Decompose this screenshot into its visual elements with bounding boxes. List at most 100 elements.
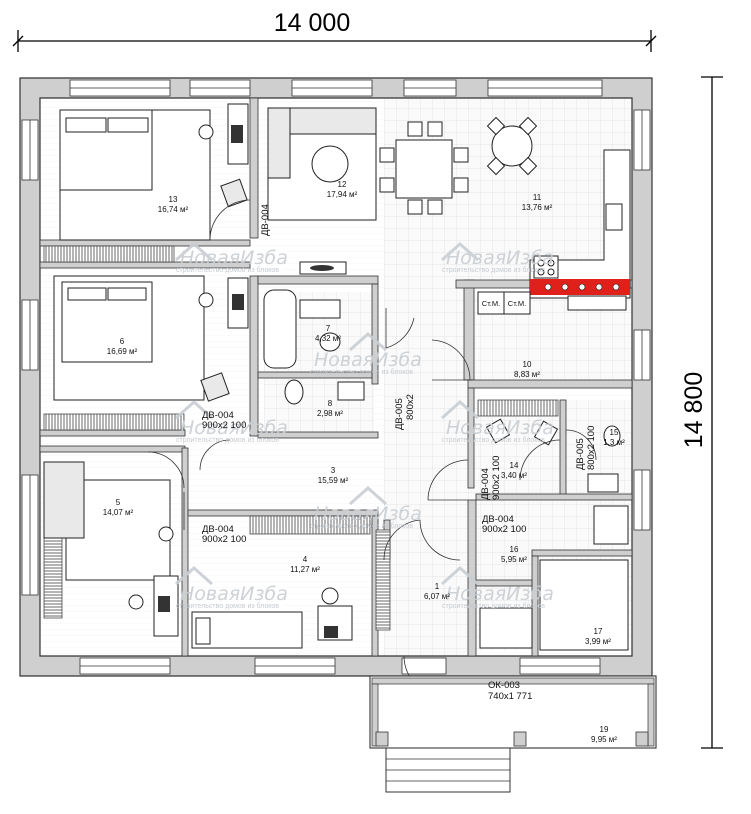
door-dv004-room5: ДВ-004 xyxy=(202,524,234,535)
room-3-area: 15,59 м² xyxy=(318,476,349,485)
bed-room-13 xyxy=(59,109,211,241)
watermark-subtitle: строительство домов из блоков xyxy=(310,522,413,530)
sink-room-7 xyxy=(319,332,341,352)
armchair-room-14-b xyxy=(533,420,559,446)
watermark-title: НоваяИзба xyxy=(180,247,288,269)
door-dv005-bath: ДВ-005 xyxy=(394,398,405,430)
watermark-title: НоваяИзба xyxy=(314,503,422,525)
room-5-number: 5 xyxy=(116,498,121,507)
chair-room-5-b xyxy=(158,526,174,542)
door-dv004-room6-size: 900x2 100 xyxy=(202,420,246,431)
watermark-title: НоваяИзба xyxy=(446,583,554,605)
bed-room-6 xyxy=(53,275,205,401)
tv xyxy=(310,265,334,271)
room-12-area: 17,94 м² xyxy=(327,190,358,199)
sofa-room-12 xyxy=(267,107,377,221)
shower-room-16 xyxy=(593,505,629,545)
room-1-number: 1 xyxy=(435,582,440,591)
watermark-subtitle: строительство домов из блоков xyxy=(310,368,413,376)
watermark-group: НоваяИзба строительство домов из блоков … xyxy=(175,241,554,610)
chair-room-6 xyxy=(198,292,214,308)
room-14-number: 14 xyxy=(510,461,519,470)
bed-room-17 xyxy=(539,559,629,651)
watermark-title: НоваяИзба xyxy=(180,417,288,439)
door-dv005-bath-size: 800x2 xyxy=(405,394,416,420)
watermark-subtitle: строительство домов из блоков xyxy=(176,602,279,610)
room-7-area: 4,32 м² xyxy=(315,334,341,343)
monitor-room-6 xyxy=(232,294,244,310)
watermark-subtitle: строительство домов из блоков xyxy=(442,266,545,274)
dimension-height: 14 800 xyxy=(680,76,723,749)
dining-table xyxy=(379,121,469,215)
watermark-subtitle: строительство домов из блоков xyxy=(442,436,545,444)
cabinet-1-label: Ст.М. xyxy=(482,299,500,308)
cabinet-room-16 xyxy=(479,607,533,649)
door-dv004-room6: ДВ-004 xyxy=(202,410,234,421)
door-labels: ДВ-004 ДВ-004 900x2 100 ДВ-005 800x2 ДВ-… xyxy=(202,204,597,702)
height-dimension-label: 14 800 xyxy=(680,372,708,448)
round-table-room-11 xyxy=(486,116,538,176)
armchair-room-14-a xyxy=(485,418,511,444)
door-dv004-room14: ДВ-004 xyxy=(480,468,491,500)
door-dv004-room16-size: 900x2 100 xyxy=(482,524,526,535)
room-8-area: 2,98 м² xyxy=(317,409,343,418)
room-17-area: 3,99 м² xyxy=(585,637,611,646)
armchair-room-13 xyxy=(220,178,248,208)
watermark-title: НоваяИзба xyxy=(446,247,554,269)
watermark-subtitle: строительство домов из блоков xyxy=(176,266,279,274)
door-dv004-room5-size: 900x2 100 xyxy=(202,534,246,545)
outer-walls xyxy=(19,77,653,677)
room-1-area: 6,07 м² xyxy=(424,592,450,601)
room-11-number: 11 xyxy=(533,193,542,202)
room-labels: 13 16,74 м² 12 17,94 м² 11 13,76 м² 6 16… xyxy=(103,180,625,744)
chair-room-13 xyxy=(198,124,214,140)
watermark-subtitle: строительство домов из блоков xyxy=(176,436,279,444)
room-12-number: 12 xyxy=(338,180,347,189)
room-11-area: 13,76 м² xyxy=(522,203,553,212)
room-15-area: 1,3 м² xyxy=(603,438,625,447)
room-19-area: 9,95 м² xyxy=(591,735,617,744)
dimension-width: 14 000 xyxy=(12,9,657,52)
room-13-number: 13 xyxy=(169,195,178,204)
porch xyxy=(369,675,657,793)
room-19-number: 19 xyxy=(600,725,609,734)
bed-room-5 xyxy=(43,461,171,581)
door-dv004-room16: ДВ-004 xyxy=(482,514,514,525)
monitor-room-4 xyxy=(324,626,338,638)
chair-room-5 xyxy=(128,594,144,610)
watermark-title: НоваяИзба xyxy=(180,583,288,605)
chair-room-4 xyxy=(321,587,339,605)
room-4-area: 11,27 м² xyxy=(290,565,320,574)
door-dv005-room15: ДВ-005 xyxy=(575,438,586,470)
armchair-room-6 xyxy=(200,372,230,402)
kitchen-counter xyxy=(529,149,631,311)
room-10-number: 10 xyxy=(523,360,532,369)
room-6-number: 6 xyxy=(120,337,125,346)
bathtub xyxy=(263,289,297,369)
pillow-room-4 xyxy=(195,617,211,645)
sink-room-8 xyxy=(337,381,365,401)
door-dv004-top: ДВ-004 xyxy=(260,204,271,236)
toilet-room-8 xyxy=(284,379,304,405)
toilet-room-15 xyxy=(603,425,621,447)
room-5-area: 14,07 м² xyxy=(103,508,134,517)
watermark-title: НоваяИзба xyxy=(314,349,422,371)
room-14-area: 3,40 м² xyxy=(501,471,527,480)
room-4-number: 4 xyxy=(303,555,308,564)
room-3-number: 3 xyxy=(331,466,336,475)
room-7-number: 7 xyxy=(326,324,331,333)
window-ok003-size: 740x1 771 xyxy=(488,691,532,702)
watermark-title: НоваяИзба xyxy=(446,417,554,439)
door-dv004-room14-size: 900x2 100 xyxy=(491,456,502,500)
room-8-number: 8 xyxy=(328,399,333,408)
room-15-number: 15 xyxy=(610,428,619,437)
sink-room-15 xyxy=(587,473,619,493)
door-dv005-room15-size: 800x2 100 xyxy=(586,426,597,470)
watermark-subtitle: строительство домов из блоков xyxy=(442,602,545,610)
monitor-room-13 xyxy=(231,125,243,143)
room-10-area: 8,83 м² xyxy=(514,370,540,379)
room-16-area: 5,95 м² xyxy=(501,555,527,564)
room-17-number: 17 xyxy=(594,627,603,636)
width-dimension-label: 14 000 xyxy=(274,9,350,37)
washing-machine xyxy=(299,299,341,319)
